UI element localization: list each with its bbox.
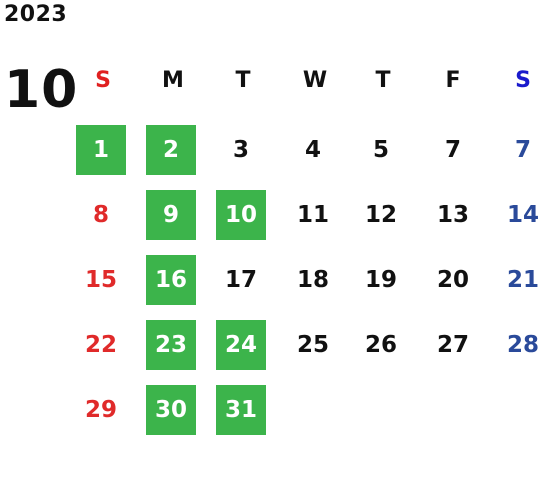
- day-cell[interactable]: 1: [76, 125, 126, 175]
- day-cell[interactable]: 19: [364, 267, 397, 293]
- day-cell[interactable]: 8: [92, 202, 109, 228]
- day-cell[interactable]: 22: [84, 332, 117, 358]
- day-cell[interactable]: 5: [372, 137, 389, 163]
- weekday-fri: F: [445, 68, 461, 93]
- weekday-mon: M: [162, 68, 184, 93]
- day-cell[interactable]: 20: [436, 267, 469, 293]
- day-cell[interactable]: 30: [146, 385, 196, 435]
- day-cell[interactable]: 24: [216, 320, 266, 370]
- weekday-sat: S: [515, 68, 531, 93]
- day-cell[interactable]: 9: [146, 190, 196, 240]
- day-cell[interactable]: 7: [514, 137, 531, 163]
- day-cell[interactable]: 29: [84, 397, 117, 423]
- day-cell[interactable]: 10: [216, 190, 266, 240]
- day-cell[interactable]: 25: [296, 332, 329, 358]
- weekday-thu: T: [375, 68, 391, 93]
- day-cell[interactable]: 17: [224, 267, 257, 293]
- day-cell[interactable]: 18: [296, 267, 329, 293]
- year-label: 2023: [4, 2, 68, 27]
- day-cell[interactable]: 13: [436, 202, 469, 228]
- day-cell[interactable]: 31: [216, 385, 266, 435]
- day-cell[interactable]: 23: [146, 320, 196, 370]
- day-cell[interactable]: 7: [444, 137, 461, 163]
- day-cell[interactable]: 21: [506, 267, 539, 293]
- day-cell[interactable]: 27: [436, 332, 469, 358]
- day-cell[interactable]: 15: [84, 267, 117, 293]
- day-cell[interactable]: 4: [304, 137, 321, 163]
- day-cell[interactable]: 14: [506, 202, 539, 228]
- day-cell[interactable]: 11: [296, 202, 329, 228]
- weekday-sun: S: [95, 68, 111, 93]
- weekday-wed: W: [302, 68, 328, 93]
- day-cell[interactable]: 12: [364, 202, 397, 228]
- day-cell[interactable]: 2: [146, 125, 196, 175]
- day-cell[interactable]: 26: [364, 332, 397, 358]
- day-cell[interactable]: 28: [506, 332, 539, 358]
- day-cell[interactable]: 16: [146, 255, 196, 305]
- weekday-tue: T: [235, 68, 251, 93]
- day-cell[interactable]: 3: [232, 137, 249, 163]
- month-label: 10: [4, 60, 79, 120]
